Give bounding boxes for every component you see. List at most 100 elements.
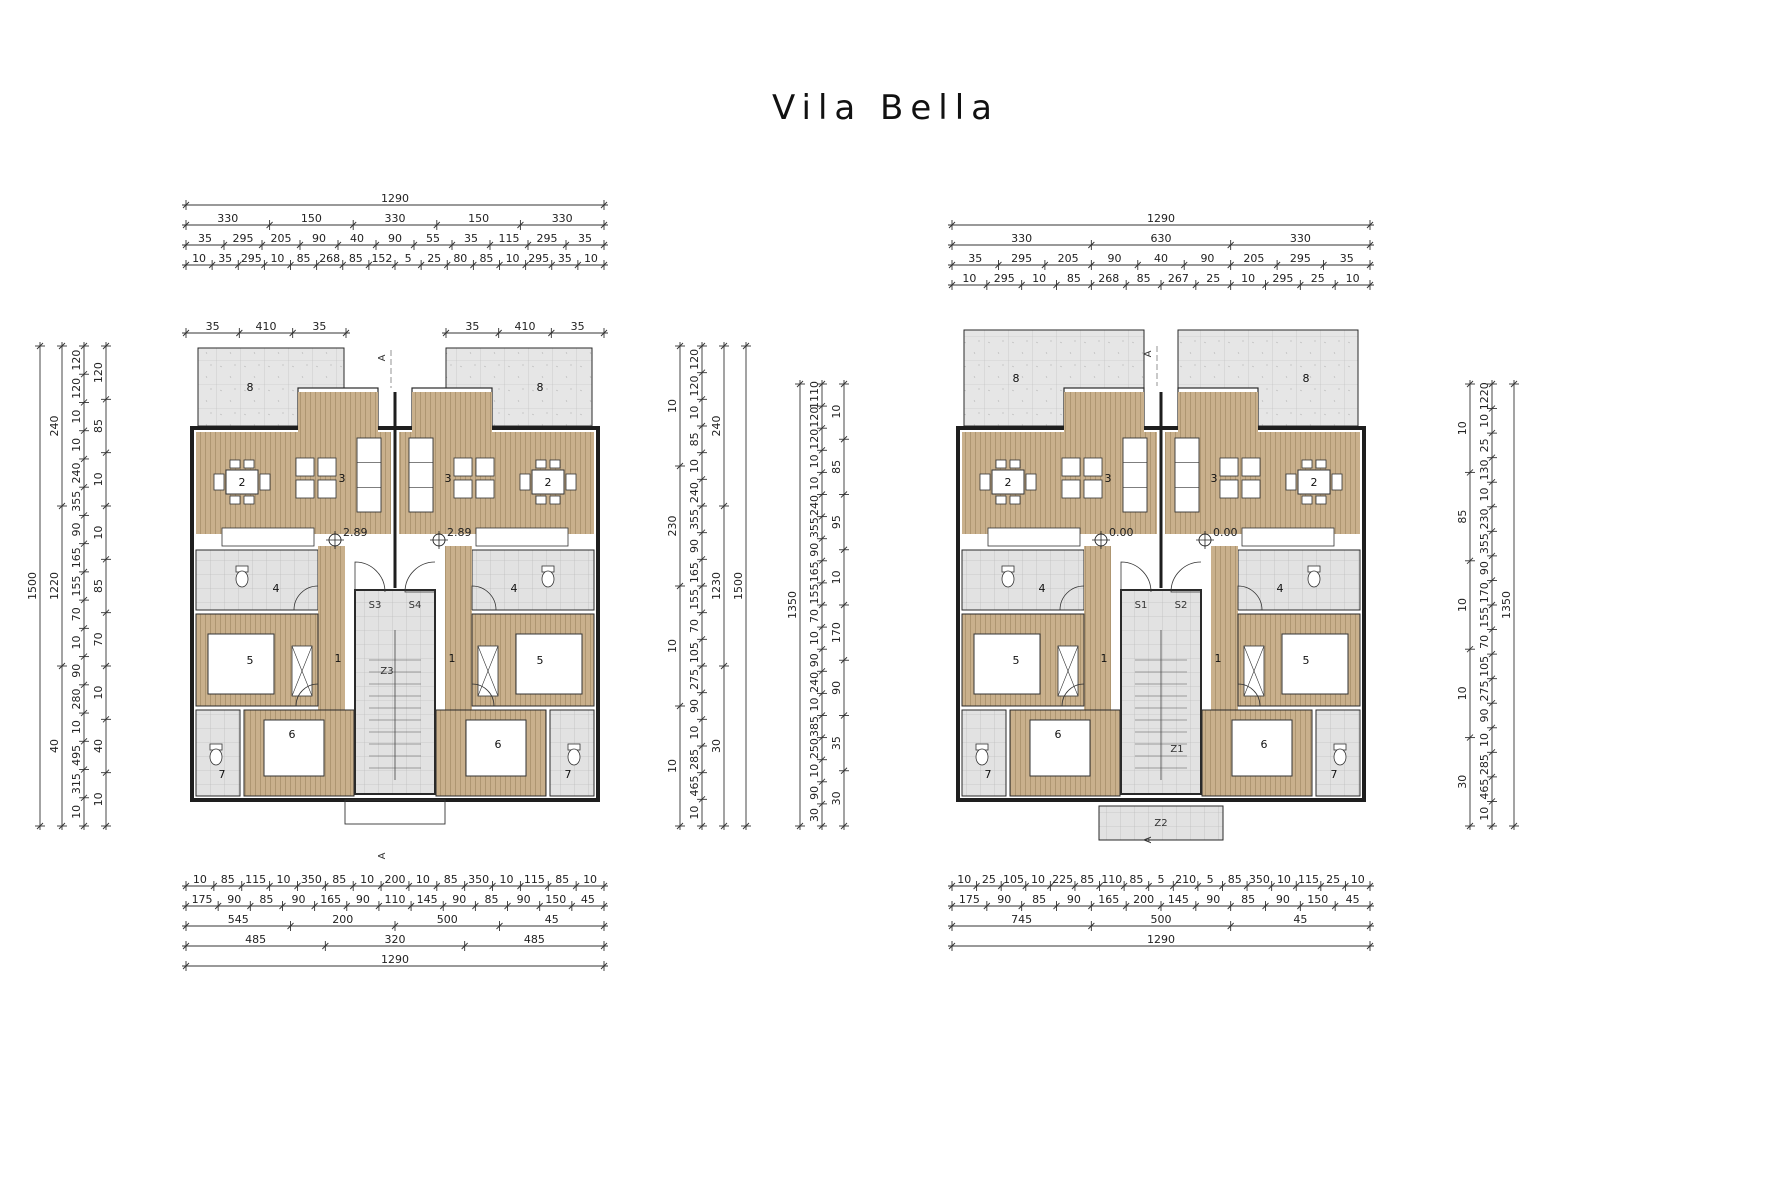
door-swing [1059, 585, 1085, 611]
bottom-dim-row-label: 90 [1276, 893, 1290, 906]
left-dim-col-tick-slash [102, 556, 110, 563]
bottom-dim-row-label: 5 [1158, 873, 1165, 886]
top-dim-row-label: 152 [371, 252, 392, 265]
bottom-dim-row-label: 10 [277, 873, 291, 886]
top-dim-row-label: 25 [1206, 272, 1220, 285]
bottom-dim-row-label: 150 [1307, 893, 1328, 906]
toilet-bowl [975, 748, 989, 766]
bed-frame [1029, 719, 1091, 777]
top-dim-row-tick-slash [182, 241, 190, 249]
bottom-dim-row-tick-slash [1157, 902, 1165, 910]
bottom-dim-row-label: 115 [1298, 873, 1319, 886]
left-dim-col-tick-slash [818, 822, 826, 830]
top-dim-row-label: 205 [271, 232, 292, 245]
chair [229, 459, 241, 469]
top-dim-row-tick-slash [1122, 281, 1130, 289]
top-dim-row-tick-slash [1192, 281, 1200, 289]
left-dim-col-tick-slash [80, 596, 88, 604]
right-dim-col-label: 465 [688, 776, 701, 797]
bottom-dim-row-tick-slash [504, 902, 511, 910]
right-dim-col-label: 30 [1456, 775, 1469, 789]
chair [979, 473, 991, 491]
right-dim-col-tick-slash [720, 662, 728, 670]
chair [549, 459, 561, 469]
left-dim-col-tick-slash [80, 427, 88, 435]
top-dim-row-label: 295 [528, 252, 549, 265]
top-dim-row-tick-slash [948, 261, 956, 269]
left-dim-col-tick-slash [840, 380, 848, 388]
left-dim-col-tick-slash [80, 483, 88, 491]
left-dim-col-tick-slash [818, 734, 826, 741]
top-dim-row-tick-slash [496, 261, 503, 269]
toilet-bowl [235, 570, 249, 588]
bottom-dim-row-label: 175 [959, 893, 980, 906]
left-dim-col-label: 1110 [808, 381, 821, 409]
living-left-ext [1064, 392, 1144, 432]
right-dim-col-tick-slash [698, 742, 706, 750]
bottom-dim-row-tick-slash [948, 922, 956, 930]
top-dim-row-label: 115 [499, 232, 520, 245]
bottom-dim-row-tick-slash [1053, 902, 1060, 910]
left-dim-col-label: 70 [70, 607, 83, 621]
bottom-dim-row-tick-slash [1227, 922, 1234, 930]
left-dim-col-tick-slash [80, 342, 88, 350]
right-dim-col-label: 10 [1456, 421, 1469, 435]
bottom-dim-row-label: 90 [997, 893, 1011, 906]
left-dim-col-tick-slash [80, 681, 88, 689]
top-dim-row-label: 295 [537, 232, 558, 245]
right-dim-col-tick-slash [676, 462, 684, 470]
right-dim-col-label: 10 [1478, 733, 1491, 747]
dining-table-icon [979, 459, 1037, 505]
left-dim-col-tick-slash [818, 491, 826, 498]
bed-icon [465, 719, 527, 777]
room-number: 1 [1101, 652, 1108, 665]
right-dim-col-tick-slash [698, 689, 706, 696]
top-dim-row-tick-slash [470, 261, 477, 269]
bottom-dim-row-label: 85 [332, 873, 346, 886]
armchairs-icon [453, 457, 495, 499]
top-dim-row-tick-slash [1366, 221, 1374, 229]
left-dim-col-label: 10 [830, 570, 843, 584]
chair [1331, 473, 1343, 491]
top-dim-row-label: 35 [968, 252, 982, 265]
right-dim-col-tick-slash [1488, 601, 1496, 609]
bottom-dim-row-tick-slash [311, 902, 318, 910]
left-dim-col-label: 120 [70, 378, 83, 399]
top-dim-row-label: 295 [241, 252, 262, 265]
top-dim-row-label: 35 [218, 252, 232, 265]
bathroom-left [961, 549, 1085, 611]
left-dim-col-tick-slash [818, 380, 826, 388]
top-dim-row-label: 10 [270, 252, 284, 265]
bottom-dim-row-label: 85 [1129, 873, 1143, 886]
bottom-dim-row-label: 10 [193, 873, 207, 886]
left-dim-col-label: 10 [830, 405, 843, 419]
bottom-dim-row-tick-slash [287, 922, 294, 930]
bottom-dim-row-label: 350 [1249, 873, 1270, 886]
bottom-dim-row-tick-slash [1096, 882, 1103, 890]
room-number: 1 [1215, 652, 1222, 665]
top-dim-row-tick-slash [208, 261, 216, 269]
door-swing [295, 683, 319, 707]
left-dim-col-tick-slash [818, 557, 826, 565]
left-dim-col-label: 90 [808, 786, 821, 800]
stair-label: S1 [1135, 600, 1148, 611]
wardrobe-diag [477, 645, 499, 697]
top-dim-row-label: 35 [558, 252, 572, 265]
bottom-dim-row-tick-slash [210, 882, 218, 890]
left-dim-col-label: 385 [808, 716, 821, 737]
right-dim-col-tick-slash [676, 342, 684, 350]
bottom-dim-row-label: 350 [301, 873, 322, 886]
left-dim-col-tick-slash [840, 822, 848, 830]
right-dim-col-label: 10 [688, 726, 701, 740]
left-dim-col-tick-slash [102, 609, 110, 616]
chair [1301, 459, 1313, 469]
left-dim-col-label: 315 [70, 773, 83, 794]
top-dim-row-label: 205 [1243, 252, 1264, 265]
left-dim-col-label: 40 [92, 739, 105, 753]
right-dim-col-tick-slash [698, 609, 706, 616]
bathroom-right [1237, 549, 1361, 611]
left-dim-col-tick-slash [102, 822, 110, 830]
armchair [453, 479, 473, 499]
top-dim-row-tick-slash [448, 241, 456, 249]
right-dim-col-tick-slash [1488, 773, 1496, 781]
